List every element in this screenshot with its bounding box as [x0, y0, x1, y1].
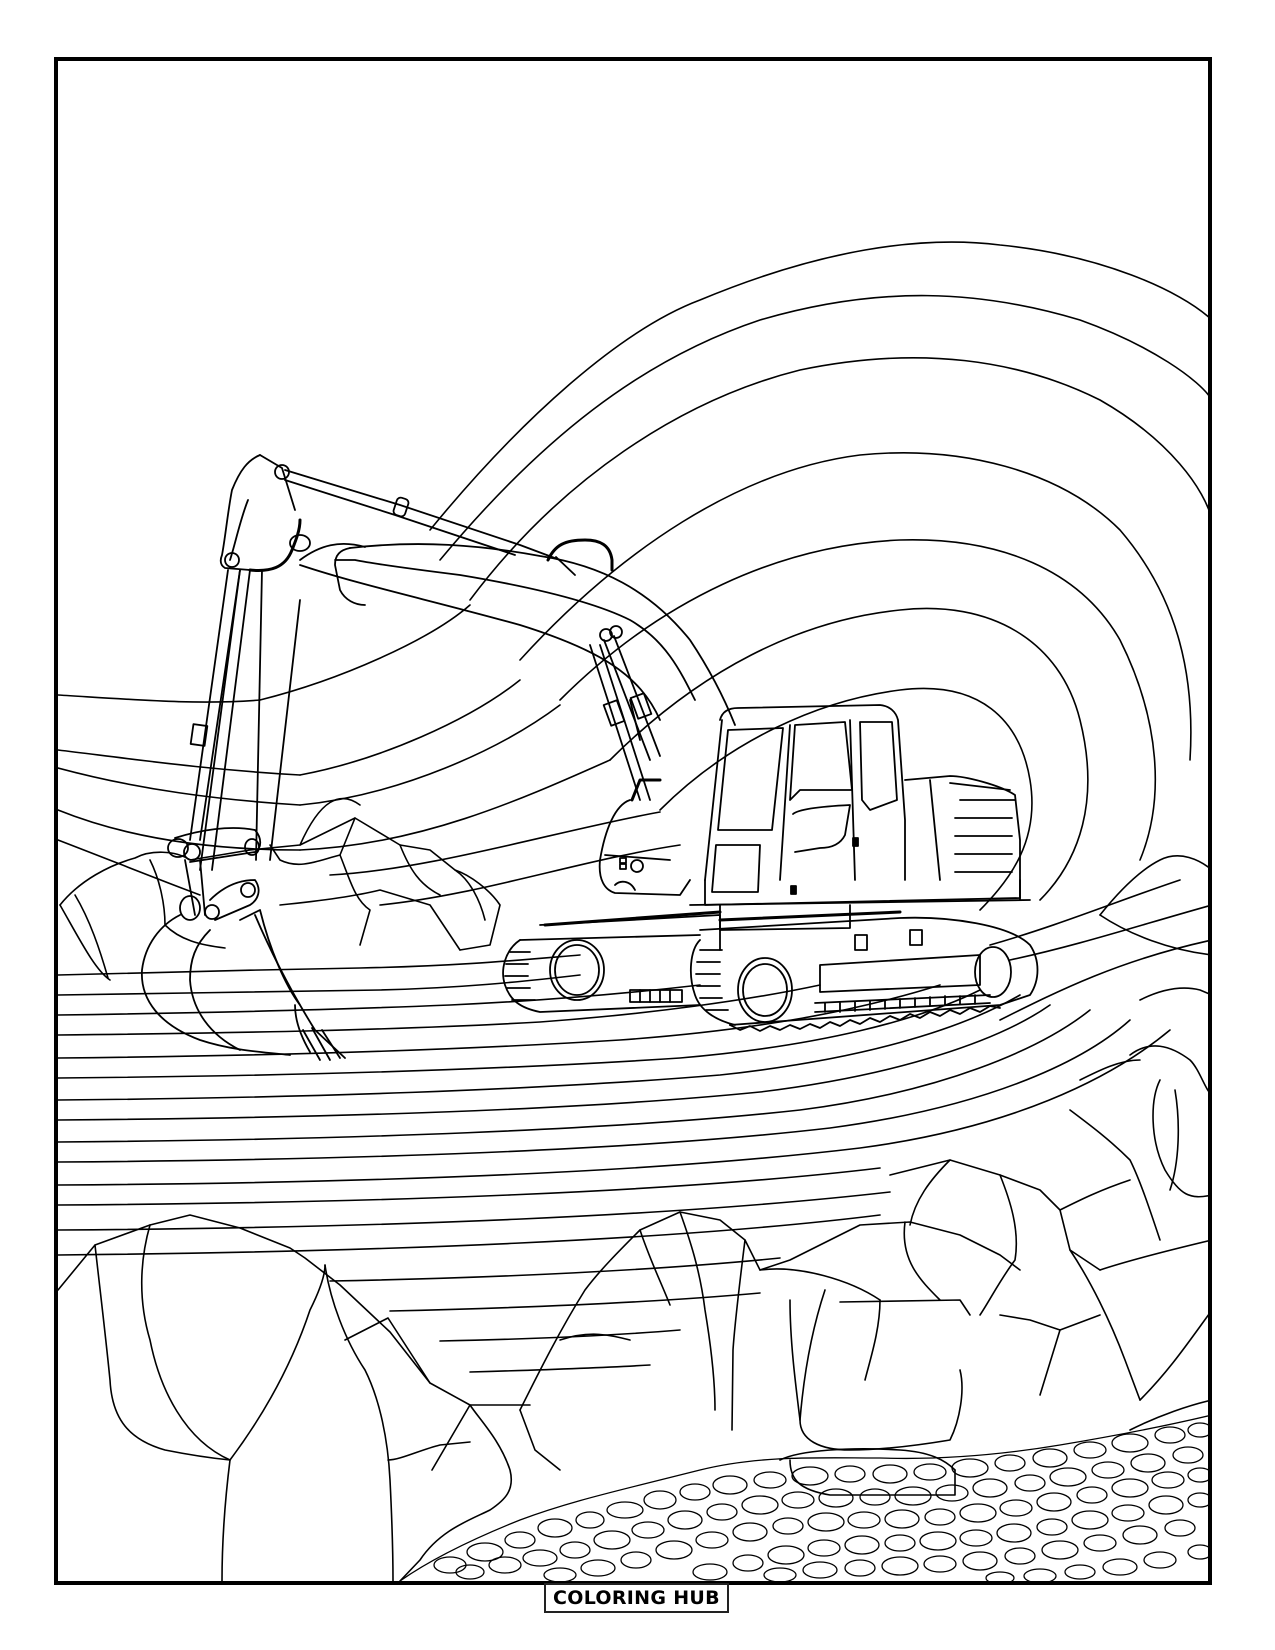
brand-label: COLORING HUB [544, 1583, 729, 1613]
right-rocks [1070, 856, 1212, 1240]
excavator-tracks [503, 912, 1037, 1031]
sky-swirls [58, 242, 1212, 910]
background-boulders [60, 798, 500, 980]
gravel-field [400, 1415, 1212, 1584]
excavator-bucket [142, 910, 345, 1060]
foreground-boulders [58, 1160, 1212, 1581]
excavator-arm [168, 455, 310, 920]
excavator [142, 455, 1038, 1060]
excavator-cab [600, 705, 1030, 930]
excavator-boom [300, 544, 735, 800]
ground-lines [58, 880, 1212, 1372]
